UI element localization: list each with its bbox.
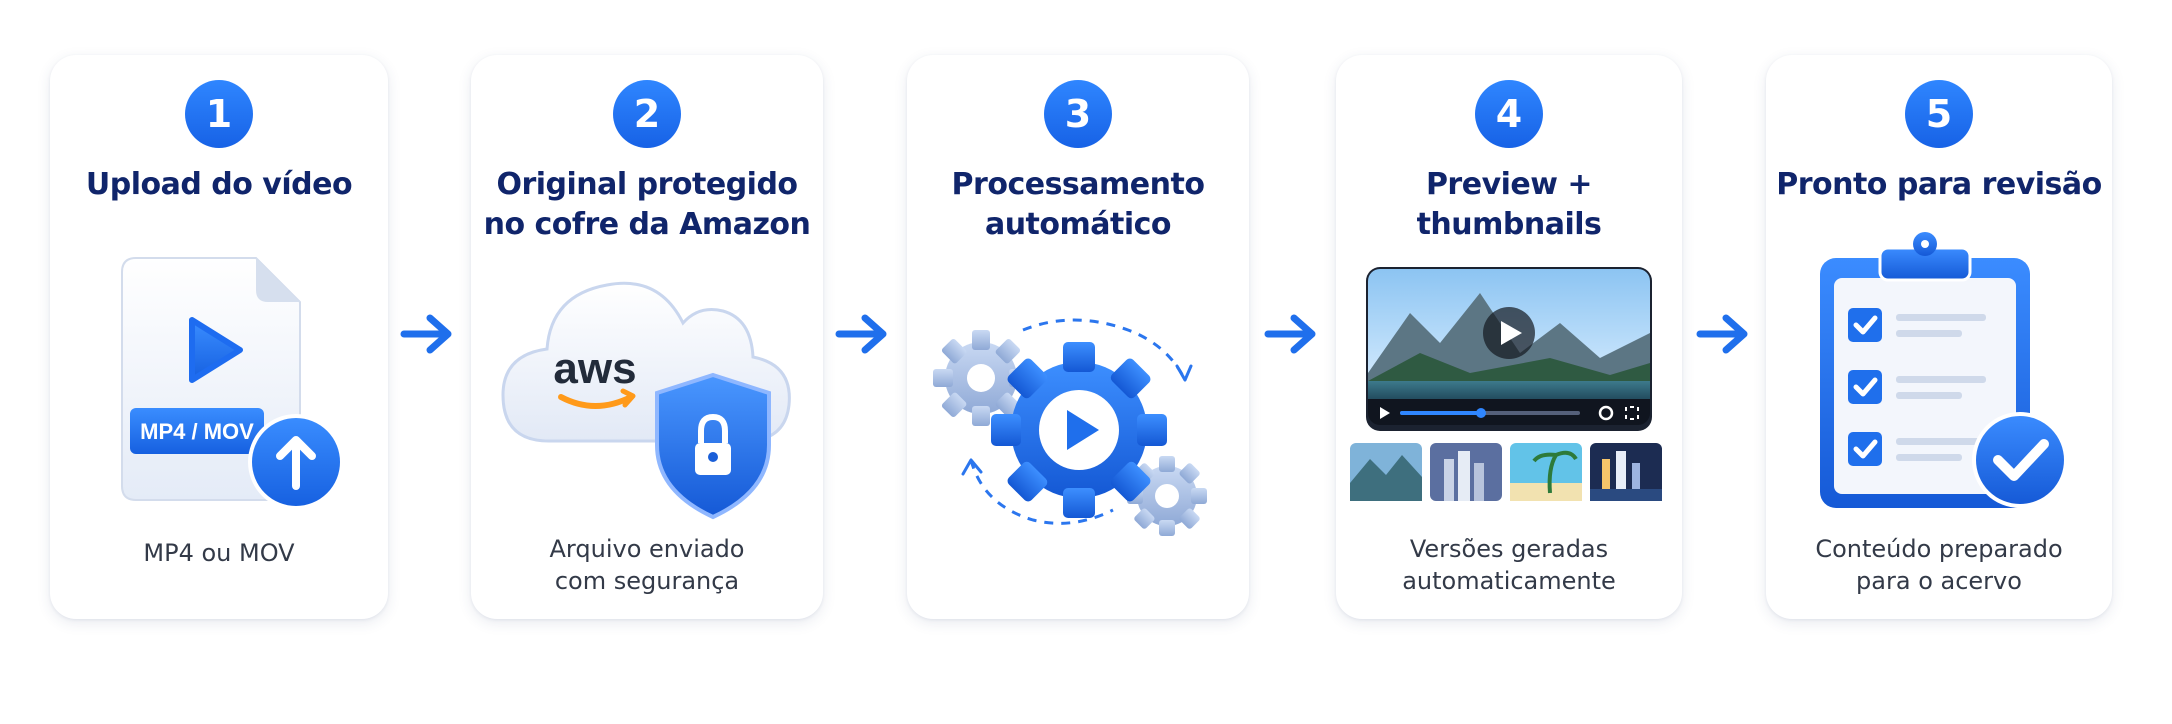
aws-logo-text: aws — [553, 344, 636, 393]
check-mark-icon — [1853, 315, 1878, 335]
checkbox-icon — [1848, 432, 1882, 466]
video-player-thumbnails-icon — [1350, 267, 1662, 501]
gears-processing-icon — [933, 318, 1207, 536]
arrow-right-icon — [1264, 314, 1316, 354]
step-caption: Versões geradas automaticamente — [1402, 535, 1616, 595]
check-mark-icon — [1853, 439, 1878, 459]
checklist-line — [1896, 438, 1986, 445]
step-title: Preview + thumbnails — [1416, 167, 1602, 242]
checkbox-icon — [1848, 370, 1882, 404]
step-number-badge: 4 — [1475, 80, 1543, 148]
checklist-line — [1896, 376, 1986, 383]
step-title: Original protegido no cofre da Amazon — [483, 167, 811, 242]
player-progress-knob — [1476, 408, 1486, 418]
format-badge-text: MP4 / MOV — [140, 419, 254, 444]
arrow-right-icon — [1696, 314, 1748, 354]
step-caption: MP4 ou MOV — [143, 539, 295, 567]
step-caption: Conteúdo preparado para o acervo — [1815, 535, 2063, 595]
step-number-badge: 2 — [613, 80, 681, 148]
step-card-3: 3 Processamento automático — [907, 55, 1249, 619]
video-file-upload-icon: MP4 / MOV — [121, 257, 344, 510]
step-card-5: 5 Pronto para revisão Conteúdo preparado… — [1766, 55, 2112, 619]
step-title: Pronto para revisão — [1776, 167, 2102, 202]
step-title: Processamento automático — [951, 167, 1205, 242]
step-title: Upload do vídeo — [85, 167, 353, 202]
step-card-1: 1 Upload do vídeo MP4 / MOV MP4 ou MOV — [50, 55, 388, 619]
step-number-badge: 1 — [185, 80, 253, 148]
arrow-right-icon — [835, 314, 887, 354]
clipboard-checklist-icon — [1820, 232, 2068, 508]
checklist-line — [1896, 330, 1962, 337]
step-number-badge: 3 — [1044, 80, 1112, 148]
checklist-line — [1896, 314, 1986, 321]
check-mark-icon — [1853, 377, 1878, 397]
player-progress-fill — [1400, 411, 1481, 415]
step-number-badge: 5 — [1905, 80, 1973, 148]
checklist-line — [1896, 454, 1962, 461]
checklist-line — [1896, 392, 1962, 399]
arrow-right-icon — [400, 314, 452, 354]
step-caption: Arquivo enviado com segurança — [549, 535, 745, 595]
step-card-2: 2 Original protegido no cofre da Amazon … — [471, 55, 823, 619]
step-card-4: 4 Preview + thumbnails — [1336, 55, 1682, 619]
checkbox-icon — [1848, 308, 1882, 342]
aws-cloud-shield-icon: aws — [501, 281, 791, 520]
